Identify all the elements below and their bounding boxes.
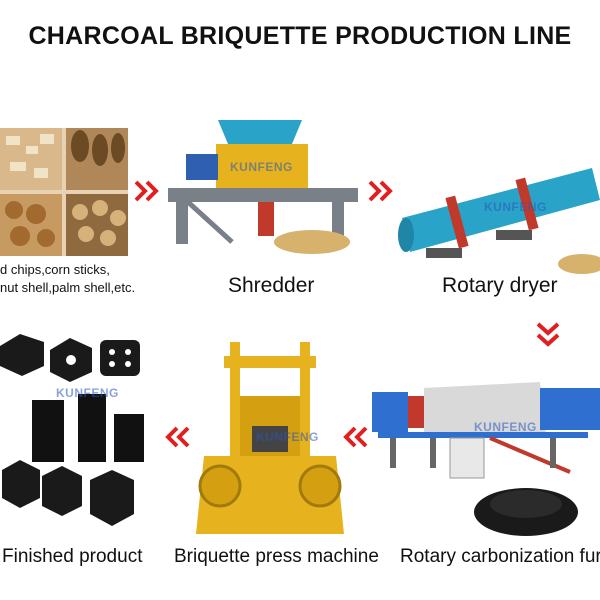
arrow-down-icon [536, 322, 560, 347]
arrow-left-icon [165, 426, 190, 448]
watermark-text: KUNFENG [256, 430, 319, 444]
raw-materials-label-line2: nut shell,palm shell,etc. [0, 280, 136, 295]
watermark-text: KUNFENG [230, 160, 293, 174]
finished-product-label: Finished product [2, 546, 143, 567]
briquette-press-label: Briquette press machine [174, 546, 379, 567]
raw-materials-label-line1: d chips,corn sticks, [0, 262, 110, 277]
raw-materials-image [0, 128, 128, 256]
rotary-dryer-label: Rotary dryer [442, 274, 558, 297]
shredder-image [162, 112, 362, 262]
arrow-right-icon [368, 180, 393, 202]
watermark-text: KUNFENG [56, 386, 119, 400]
arrow-right-icon [134, 180, 159, 202]
carbonization-label: Rotary carbonization fur [400, 546, 600, 567]
diagram-title: CHARCOAL BRIQUETTE PRODUCTION LINE [28, 22, 572, 50]
rotary-dryer-image [396, 160, 600, 280]
watermark-text: KUNFENG [474, 420, 537, 434]
arrow-left-icon [343, 426, 368, 448]
carbonization-furnace-image [370, 372, 600, 540]
shredder-label: Shredder [228, 274, 315, 297]
watermark-text: KUNFENG [484, 200, 547, 214]
briquette-press-image [196, 336, 344, 542]
finished-product-image [0, 330, 160, 540]
